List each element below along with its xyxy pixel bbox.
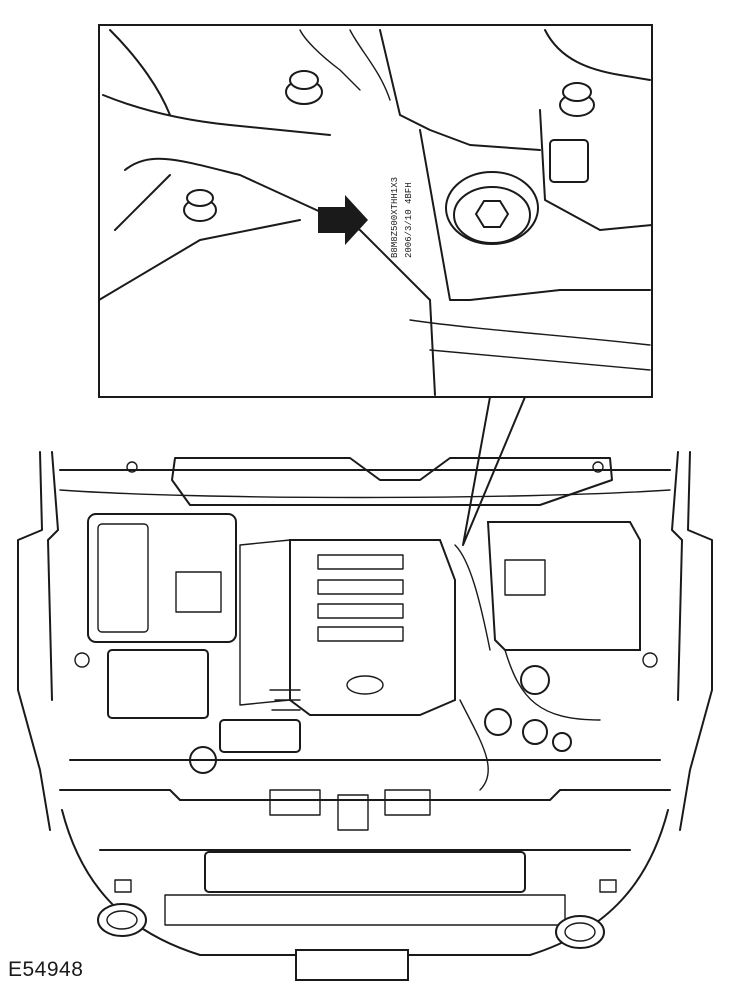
inset-stamp-line-1: B8M8Z500XTHH1X3 [390,176,400,258]
figure-reference-code: E54948 [8,958,84,981]
fog-lamp-left [97,903,147,937]
fog-lamp-right [555,915,605,949]
badge-oval [346,675,384,695]
bolt-top-left [285,70,323,105]
inset-stamp-line-2: 2006/3/10 4BFH [404,182,414,258]
hex-socket-plug [445,171,539,245]
pointer-arrow [318,195,368,245]
detail-inset [98,24,653,398]
engine-bay-view [17,451,713,981]
bolt-top-right [559,82,595,117]
number-plate [295,949,409,981]
inset-frame [98,24,653,398]
bolt-left [183,189,217,222]
